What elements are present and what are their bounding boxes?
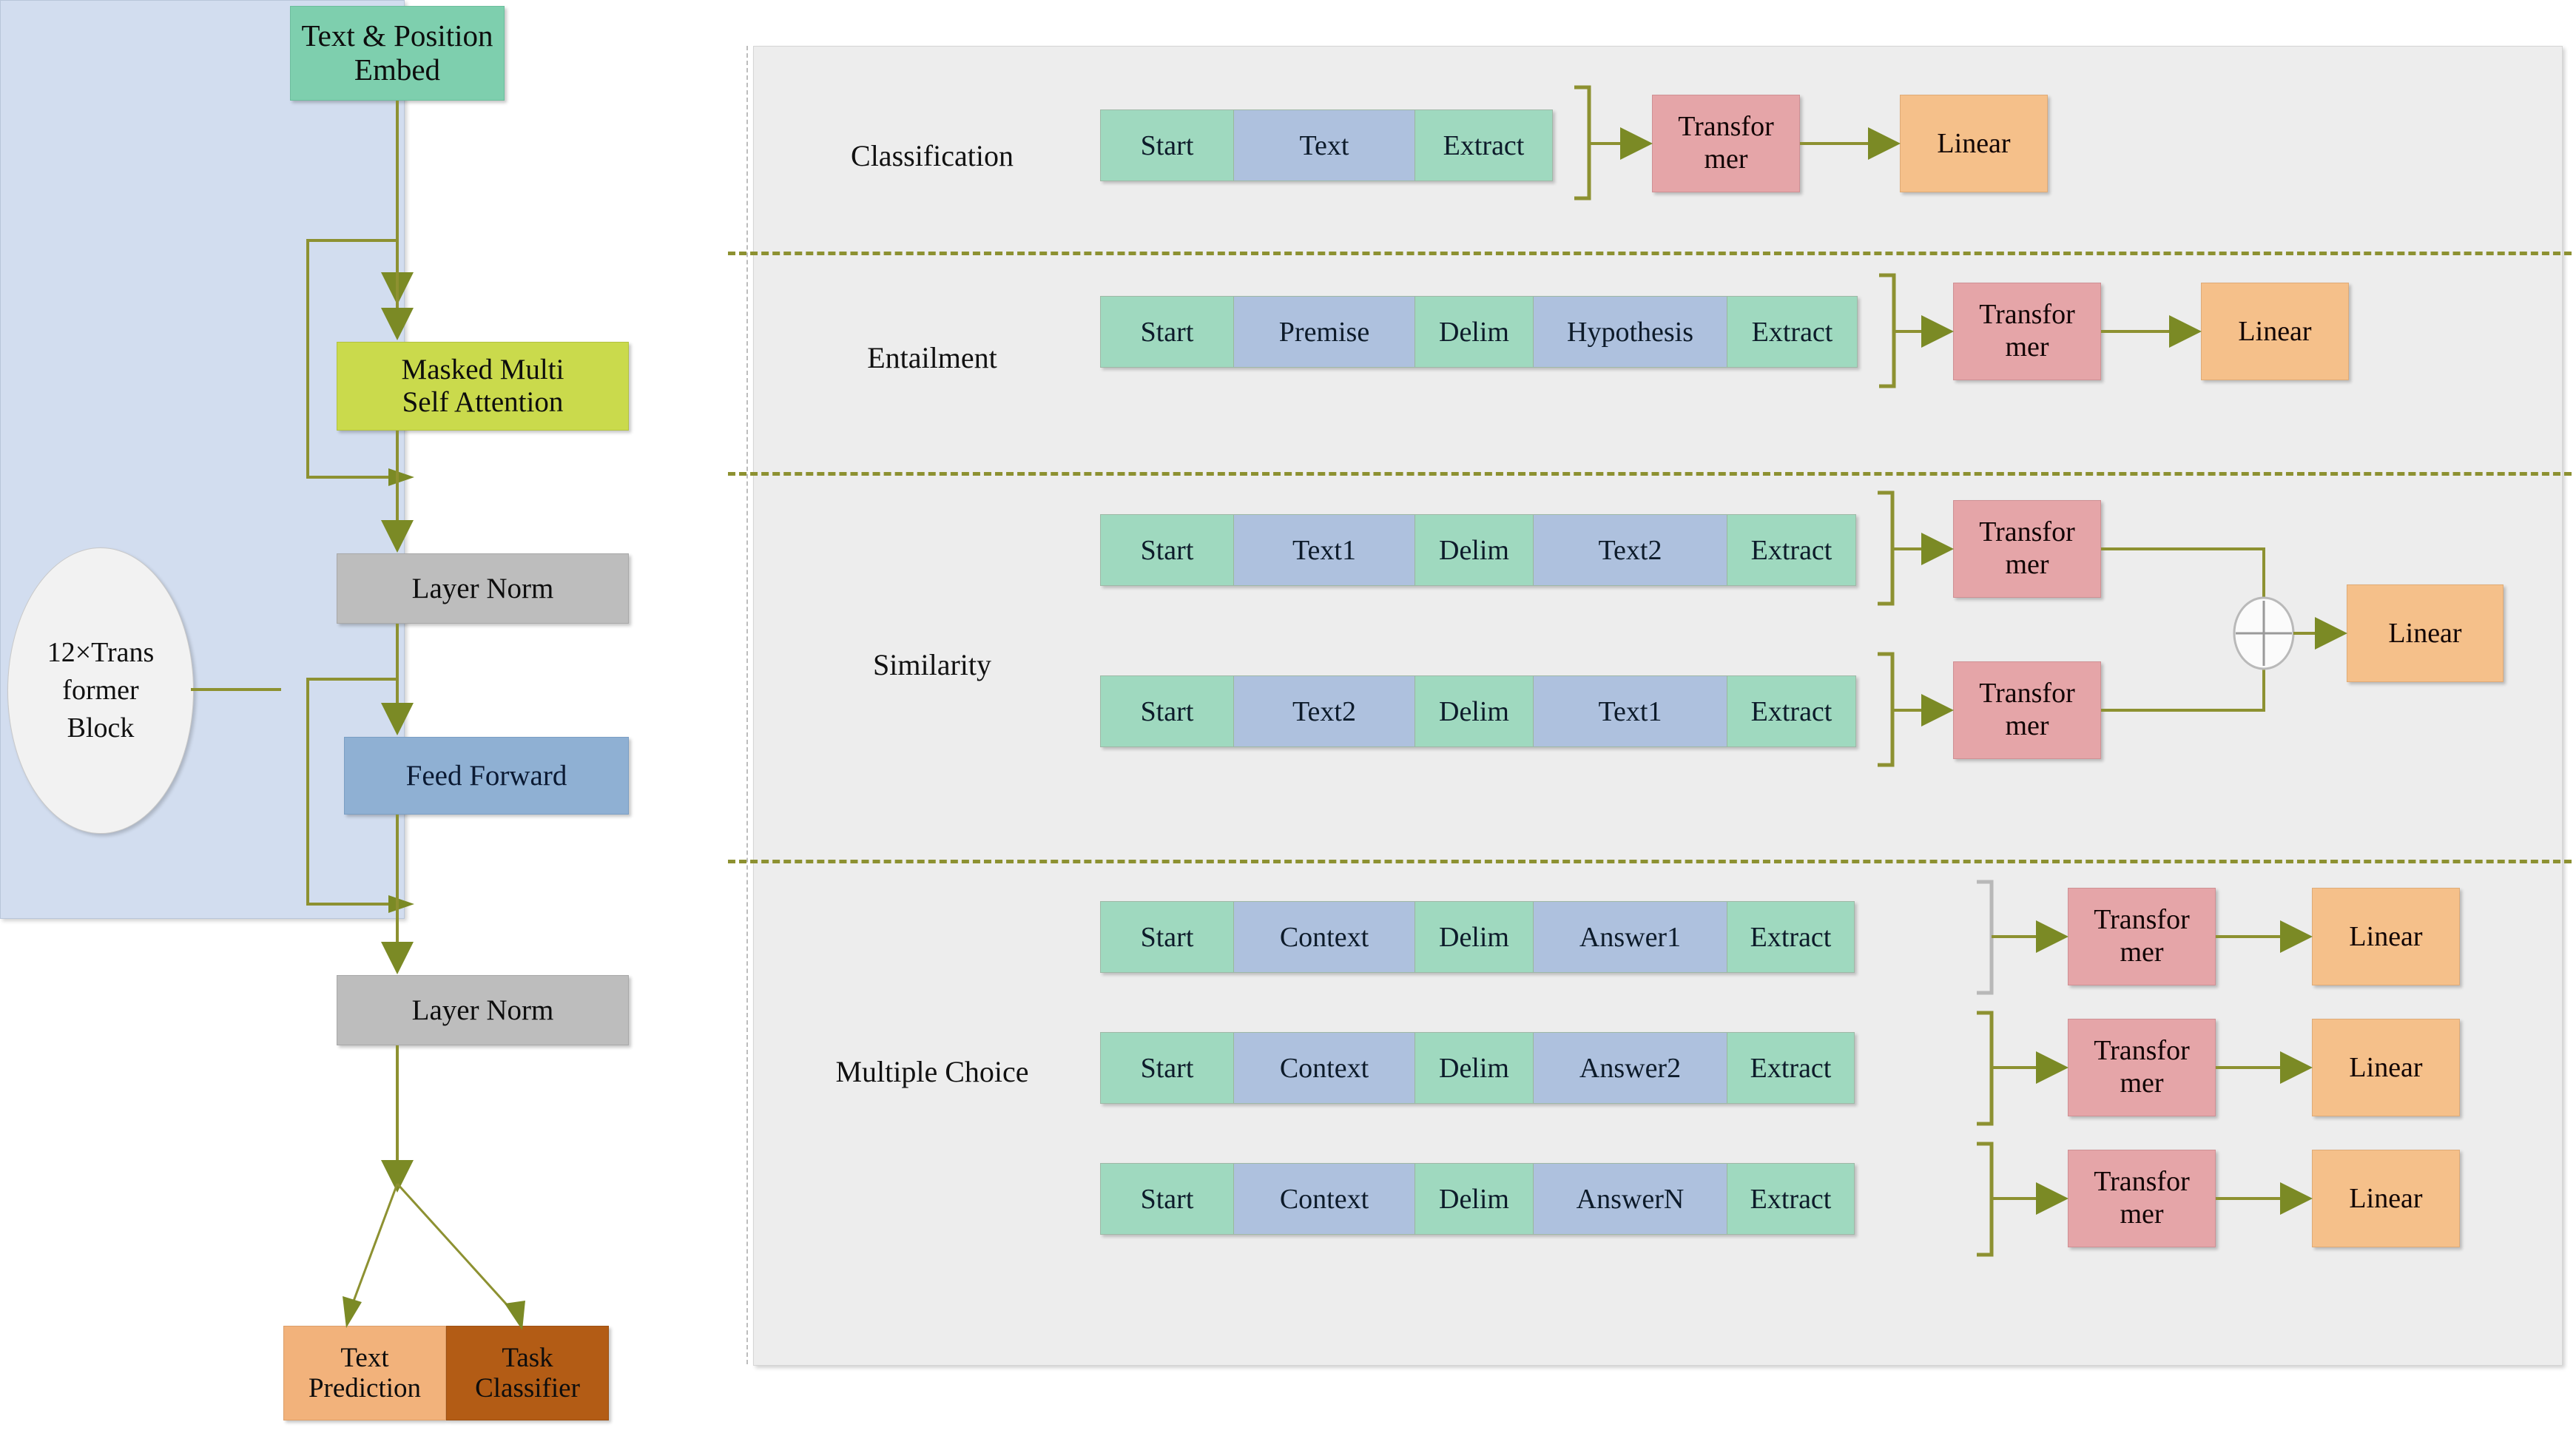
separator-classification-entailment	[728, 252, 2572, 255]
token-cell-answer1: Answer1	[1534, 902, 1727, 972]
arrow-layernorm2-to-outputs	[343, 1045, 525, 1330]
token-strip-similarity-b: Start Text2 Delim Text1 Extract	[1100, 675, 1856, 747]
linear-box-multiple-choice-2: Linear	[2312, 1019, 2460, 1116]
token-cell-extract: Extract	[1727, 902, 1854, 972]
token-cell-hypothesis: Hypothesis	[1534, 297, 1727, 367]
token-cell-context: Context	[1234, 1164, 1415, 1234]
linear-box-multiple-choice-1: Linear	[2312, 888, 2460, 985]
token-cell-text: Text	[1234, 110, 1415, 181]
token-cell-start: Start	[1101, 676, 1234, 746]
token-cell-start: Start	[1101, 1033, 1234, 1103]
token-cell-delim: Delim	[1415, 1033, 1534, 1103]
token-cell-start: Start	[1101, 902, 1234, 972]
token-cell-extract: Extract	[1727, 1033, 1854, 1103]
layer-norm-2-box: Layer Norm	[337, 975, 629, 1045]
token-cell-context: Context	[1234, 1033, 1415, 1103]
token-cell-text2: Text2	[1234, 676, 1415, 746]
token-strip-entailment: Start Premise Delim Hypothesis Extract	[1100, 296, 1858, 368]
token-strip-multiple-choice-n: Start Context Delim AnswerN Extract	[1100, 1163, 1855, 1235]
token-cell-start: Start	[1101, 1164, 1234, 1234]
feed-forward-box: Feed Forward	[344, 737, 629, 815]
token-cell-extract: Extract	[1727, 515, 1855, 585]
token-cell-text1: Text1	[1234, 515, 1415, 585]
token-cell-delim: Delim	[1415, 676, 1534, 746]
token-cell-delim: Delim	[1415, 515, 1534, 585]
linear-box-similarity: Linear	[2347, 584, 2503, 682]
token-cell-answer2: Answer2	[1534, 1033, 1727, 1103]
token-cell-delim: Delim	[1415, 902, 1534, 972]
token-strip-multiple-choice-1: Start Context Delim Answer1 Extract	[1100, 901, 1855, 973]
token-cell-extract: Extract	[1727, 676, 1855, 746]
linear-box-classification: Linear	[1900, 95, 2048, 192]
linear-box-entailment: Linear	[2201, 283, 2349, 380]
token-cell-delim: Delim	[1415, 297, 1534, 367]
token-cell-text1: Text1	[1534, 676, 1727, 746]
token-cell-start: Start	[1101, 515, 1234, 585]
token-cell-premise: Premise	[1234, 297, 1415, 367]
token-cell-delim: Delim	[1415, 1164, 1534, 1234]
token-cell-extract: Extract	[1727, 297, 1857, 367]
token-cell-context: Context	[1234, 902, 1415, 972]
token-cell-extract: Extract	[1415, 110, 1552, 181]
separator-similarity-multiplechoice	[728, 860, 2572, 863]
separator-entailment-similarity	[728, 472, 2572, 476]
row-label-classification: Classification	[851, 138, 1014, 172]
token-strip-multiple-choice-2: Start Context Delim Answer2 Extract	[1100, 1032, 1855, 1104]
layer-norm-1-box: Layer Norm	[337, 553, 629, 624]
row-label-similarity: Similarity	[873, 647, 991, 681]
row-label-multiple-choice: Multiple Choice	[835, 1054, 1029, 1088]
token-cell-extract: Extract	[1727, 1164, 1854, 1234]
token-cell-start: Start	[1101, 297, 1234, 367]
token-strip-similarity-a: Start Text1 Delim Text2 Extract	[1100, 514, 1856, 586]
linear-box-multiple-choice-n: Linear	[2312, 1150, 2460, 1247]
panel-left-dashed-border	[746, 46, 748, 1364]
token-cell-text2: Text2	[1534, 515, 1727, 585]
token-strip-classification: Start Text Extract	[1100, 109, 1553, 181]
token-cell-answerN: AnswerN	[1534, 1164, 1727, 1234]
token-cell-start: Start	[1101, 110, 1234, 181]
row-label-entailment: Entailment	[867, 340, 997, 374]
